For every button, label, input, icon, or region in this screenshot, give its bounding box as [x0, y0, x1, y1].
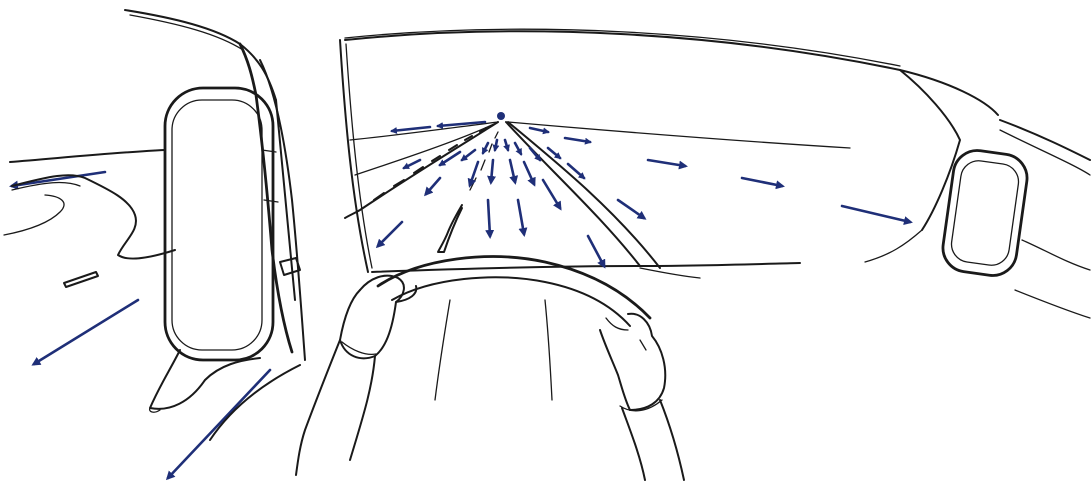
right-hand-fingers [600, 330, 630, 410]
windshield-top-edge [345, 31, 998, 115]
flow-arrow [378, 222, 402, 246]
flow-arrow [524, 162, 534, 184]
flow-arrow [530, 148, 540, 160]
optic-flow-arrows [12, 122, 910, 478]
side-window-scene [4, 150, 175, 287]
right-mirror-housing [940, 147, 1030, 278]
flow-arrow [588, 236, 604, 266]
left-pillar-and-mirror [150, 44, 305, 440]
windshield [340, 40, 960, 278]
side-road-curve-3 [4, 195, 64, 235]
left-mirror-housing [165, 88, 273, 360]
focus-of-expansion [497, 112, 505, 120]
flow-arrow [491, 160, 493, 182]
flow-arrow [426, 178, 440, 194]
column-right [545, 300, 552, 400]
hands [296, 276, 684, 480]
dashboard-notch [640, 268, 700, 278]
right-door-line-2 [1015, 290, 1090, 318]
flow-arrow [842, 206, 910, 222]
right-arm-inner [660, 400, 684, 480]
side-lane-dash [64, 272, 98, 287]
flow-arrow [488, 200, 490, 236]
right-arm-outer [622, 408, 645, 480]
flow-arrow [440, 152, 460, 165]
left-hand-palm [340, 290, 396, 358]
column-left [435, 300, 450, 400]
right-mirror [940, 147, 1090, 318]
horizon-left [350, 122, 498, 140]
flow-arrow [168, 370, 270, 478]
road-right-edge-2 [508, 122, 660, 268]
steering-wheel-inner [392, 277, 630, 326]
flow-arrow [618, 200, 644, 218]
flow-arrow [510, 160, 515, 182]
windshield-left-edge [340, 40, 368, 272]
steering-column [435, 300, 552, 400]
lane-dash [438, 205, 462, 252]
roof-right [1000, 120, 1090, 160]
left-arm-outer [296, 340, 340, 475]
flow-arrow [483, 143, 488, 153]
flow-arrow [404, 160, 420, 168]
horizon-right [508, 122, 850, 148]
windshield-right-edge [900, 70, 960, 230]
flow-arrow [505, 140, 508, 150]
flow-arrow [530, 128, 548, 132]
flow-arrow [518, 200, 524, 234]
flow-arrow [495, 140, 497, 150]
flow-arrow [515, 143, 521, 154]
right-door-line [1022, 240, 1090, 270]
flow-arrow [392, 127, 430, 131]
flow-arrow [565, 138, 590, 142]
flow-arrow [648, 160, 685, 166]
road-right-edge [506, 122, 640, 266]
flow-arrow [543, 180, 560, 208]
left-mirror-glass [172, 100, 262, 350]
roof-edge-left-2 [130, 15, 243, 50]
flow-arrow [742, 178, 782, 186]
road-scene [345, 122, 850, 268]
windshield-bottom-right [865, 230, 922, 262]
flow-arrow [462, 150, 475, 160]
right-hand-back [628, 314, 665, 410]
car-body [125, 10, 1090, 175]
side-road-curve [12, 175, 175, 258]
door-line [210, 365, 300, 440]
flow-arrow [12, 172, 105, 186]
flow-arrow [34, 300, 138, 364]
right-mirror-glass [949, 158, 1021, 267]
dashboard-line [372, 263, 800, 272]
side-horizon [10, 150, 165, 162]
left-arm-inner [350, 356, 375, 460]
